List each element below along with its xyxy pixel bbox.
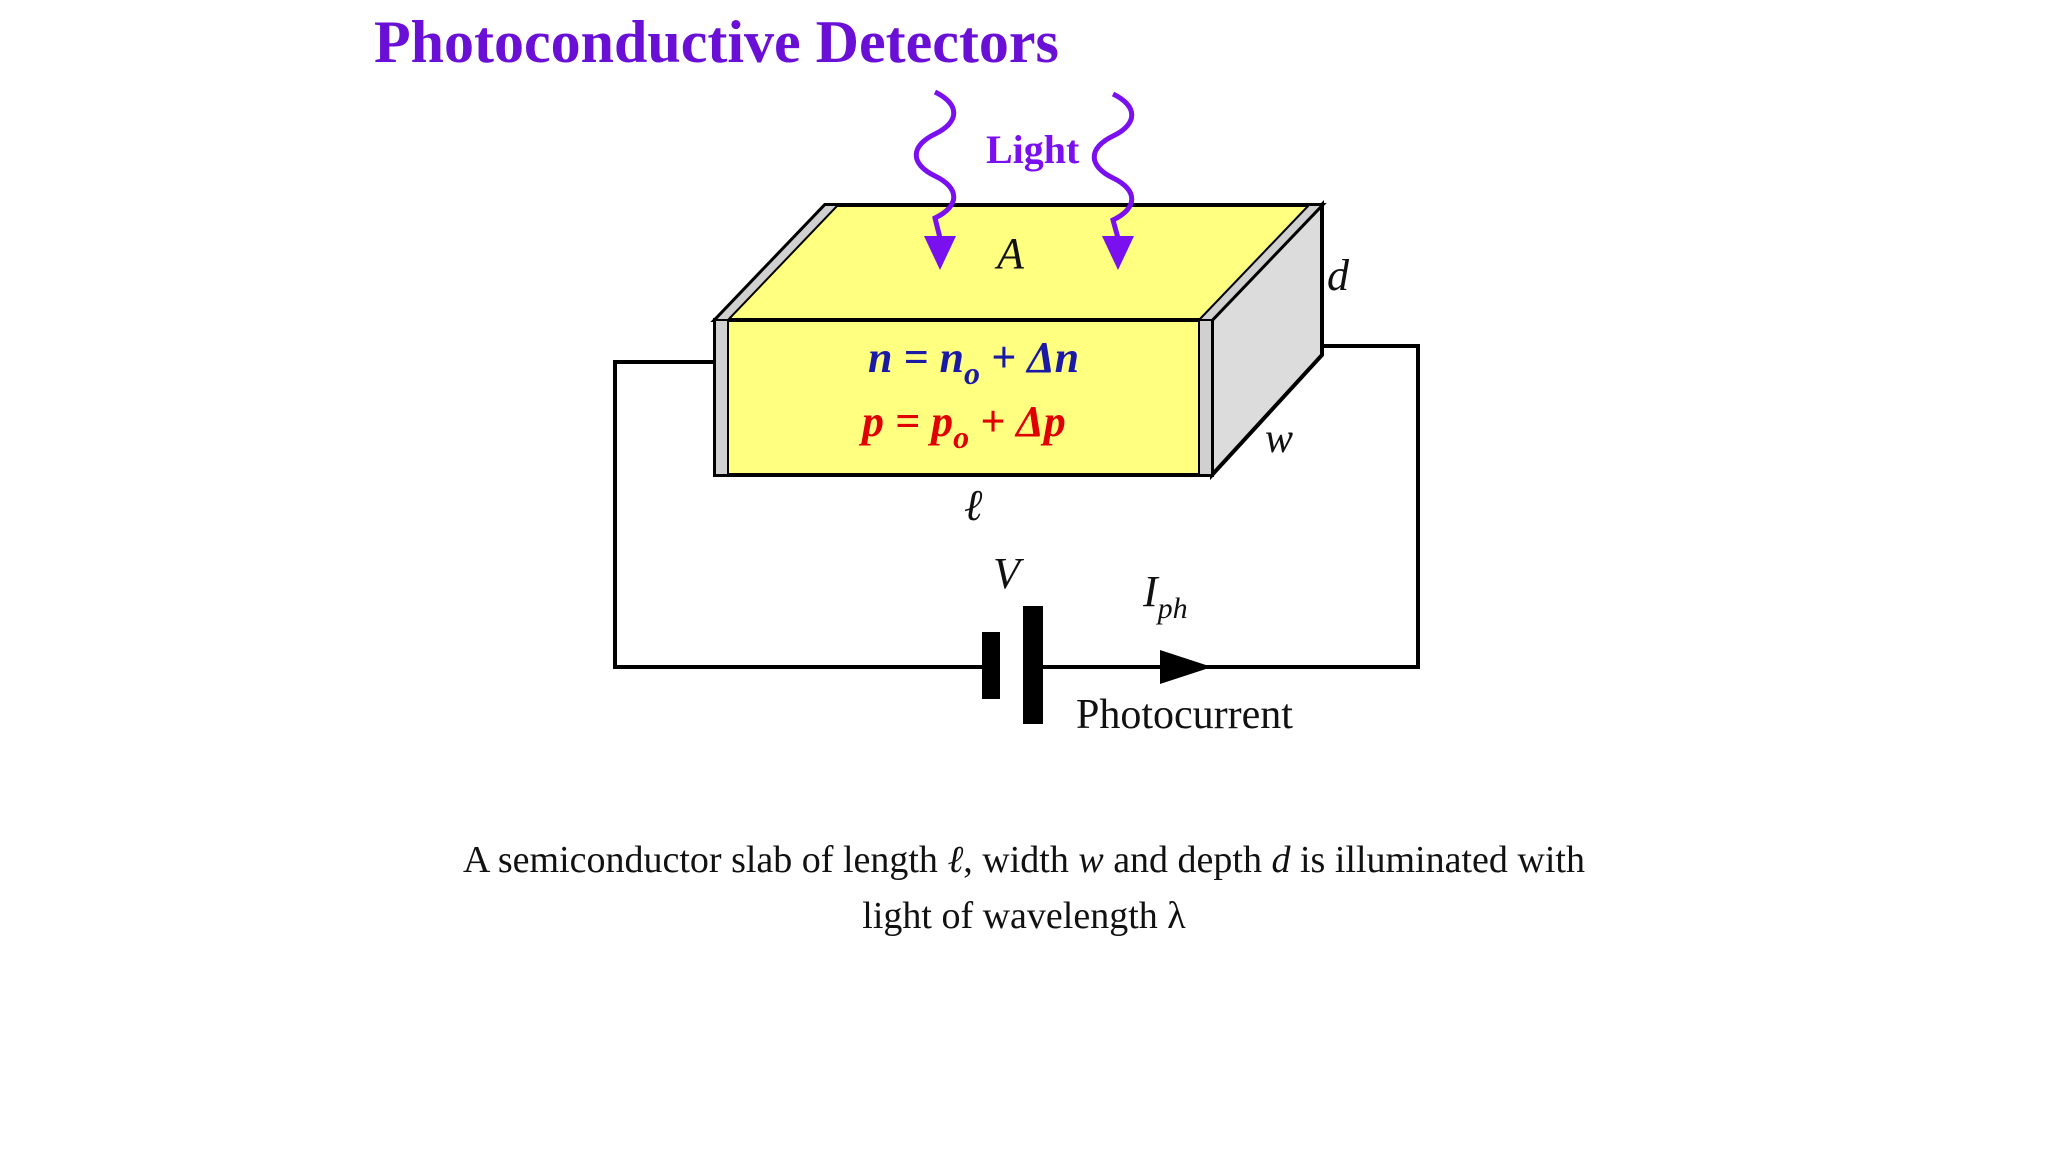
length-label: ℓ — [964, 481, 983, 530]
right-electrode — [1196, 204, 1325, 476]
light-ray-left — [913, 89, 957, 270]
p-equation-sub: o — [953, 419, 969, 455]
right-wire — [1035, 344, 1420, 669]
caption-text-3: and depth — [1103, 839, 1272, 881]
page-title: Photoconductive Detectors — [374, 9, 1059, 75]
battery-long-plate — [1023, 606, 1043, 724]
caption-text-1: A semiconductor slab of length — [463, 839, 948, 881]
caption-text-2: , width — [963, 839, 1079, 881]
caption-width-symbol: w — [1078, 839, 1104, 881]
n-equation-rhs: + Δn — [980, 333, 1079, 382]
left-electrode — [712, 204, 841, 476]
p-equation: p = po + Δp — [858, 397, 1066, 455]
width-label: w — [1265, 416, 1293, 462]
n-equation-lhs: n = n — [868, 333, 964, 382]
photocurrent-label: Photocurrent — [1076, 692, 1293, 738]
battery-symbol — [982, 606, 1043, 724]
current-label: Iph — [1142, 567, 1188, 625]
current-label-main: I — [1142, 567, 1160, 616]
slab-front-face — [713, 318, 1214, 477]
depth-label: d — [1327, 251, 1350, 300]
caption-length-symbol: ℓ — [947, 839, 964, 881]
circuit-wires — [613, 344, 1420, 669]
light-ray-right — [1091, 91, 1135, 270]
current-label-sub: ph — [1156, 592, 1188, 625]
voltage-label: V — [993, 549, 1025, 598]
caption-line-1: A semiconductor slab of length ℓ, width … — [424, 832, 1624, 888]
battery-short-plate — [982, 632, 1000, 699]
current-arrow — [1160, 650, 1212, 684]
left-wire — [613, 360, 985, 669]
caption-line-2: light of wavelength λ — [862, 895, 1186, 937]
caption: A semiconductor slab of length ℓ, width … — [424, 832, 1624, 944]
area-label: A — [994, 229, 1025, 278]
n-equation-sub: o — [964, 355, 980, 391]
light-label: Light — [986, 127, 1080, 172]
n-equation: n = no + Δn — [868, 333, 1079, 391]
caption-text-4: is illuminated with — [1290, 839, 1585, 881]
p-equation-lhs: p = p — [858, 397, 953, 446]
p-equation-rhs: + Δp — [969, 397, 1066, 446]
caption-depth-symbol: d — [1271, 839, 1291, 881]
